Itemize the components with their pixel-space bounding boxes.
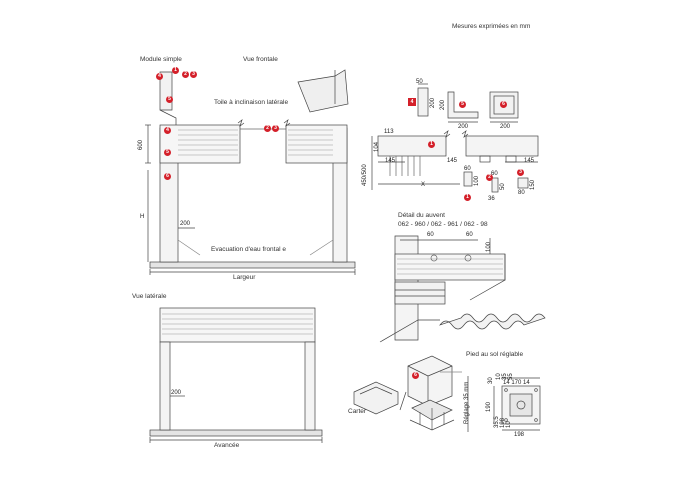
parts-dim-60-b: 60 [491,171,498,177]
side-beam [159,307,316,343]
parts-dim-100: 100 [474,175,480,186]
dim-600: 600 [138,139,144,150]
gutter-bar-left [377,135,447,157]
detail-refs: 062 - 960 / 062 - 961 / 062 - 98 [398,221,488,228]
parts-dim-50-b: 50 [500,183,506,190]
parts-dim-113: 113 [384,129,394,135]
parts-dim-145-a: 145 [385,158,396,164]
badge-1-module: 1 [172,67,179,74]
foot-post [407,355,453,407]
side-left-post [159,341,171,431]
part-2-profile [491,177,499,193]
parts-dim-145-b: 145 [447,158,458,164]
part-4-profile [417,87,429,117]
badge-5-front: 5 [164,149,171,156]
parts-dim-200-c: 200 [458,124,469,130]
parts-dim-60-a: 60 [464,166,471,172]
foot-dim-198b: 198 [514,432,525,438]
parts-dim-36: 36 [488,196,495,202]
foot-title: Pied au sol réglable [466,351,524,358]
badge-1-bar: 1 [428,141,435,148]
carter-label: Carter [348,408,367,415]
part-3-profile [517,177,529,189]
adjust-label: Réglage 35 mm [464,381,470,424]
parts-dim-450-500: 450/500 [362,164,368,186]
parts-dim-80: 80 [518,190,525,196]
corrugated-sheet [439,313,546,330]
front-dim-200: 200 [180,221,191,227]
foot-dim-30: 30 [488,377,494,384]
drain-label: Evacuation d'eau frontal e [211,246,286,253]
badge-5-part: 5 [459,101,466,108]
badge-3-tilt: 3 [272,125,279,132]
foot-dim-55: 55 [508,373,514,380]
foot-dim-10b: 10 [506,421,512,428]
part-1-profile [463,171,473,187]
foot-dim-190: 190 [486,401,492,412]
parts-dim-50: 50 [416,79,423,85]
front-ground [149,261,356,269]
badge-3-module: 3 [190,71,197,78]
badge-6-part: 6 [500,101,507,108]
badge-3-small: 3 [517,169,524,176]
module-label: Module simple [140,56,182,63]
front-view-label: Vue frontale [243,56,278,63]
width-label: Largeur [233,274,256,281]
badge-2-tilt: 2 [264,125,271,132]
parts-dim-200-b: 200 [440,99,446,110]
detail-title: Détail du auvent [398,212,445,219]
gutter-bar-right [465,135,539,157]
parts-dim-145-c: 145 [524,158,535,164]
depth-label: Avancée [214,442,240,449]
parts-dim-200-a: 200 [430,97,436,108]
badge-4-module: 4 [156,73,163,80]
detail-beam [394,253,506,281]
parts-dim-x: X [421,182,426,188]
side-ground [149,429,323,437]
dim-h: H [140,214,145,220]
foot-top-dims: 14 170 14 [503,380,530,386]
badge-2-small: 2 [486,174,493,181]
detail-dim-60-a: 60 [427,232,434,238]
front-left-beam [159,124,241,164]
part-5-profile [447,91,479,119]
badge-6-front: 6 [164,173,171,180]
units-note: Mesures exprimées en mm [452,23,531,30]
parts-dim-104: 104 [374,141,380,152]
badge-1-small: 1 [464,194,471,201]
detail-dim-100: 100 [486,241,492,252]
carter-cover [353,381,399,415]
module-top-right [297,69,349,113]
side-dim-200: 200 [171,390,182,396]
badge-5-module: 5 [166,96,173,103]
parts-dim-150: 150 [530,179,536,190]
detail-dim-60-b: 60 [466,232,473,238]
badge-4-part: 4 [408,98,416,106]
side-right-post [304,341,316,431]
parts-dim-200-d: 200 [500,124,511,130]
badge-4-front: 4 [164,127,171,134]
side-view-label: Vue latérale [132,293,167,300]
front-right-beam [285,124,348,164]
tilt-label: Toile à inclinaison latérale [214,99,289,106]
badge-2-module: 2 [182,71,189,78]
badge-6-foot: 6 [412,372,419,379]
